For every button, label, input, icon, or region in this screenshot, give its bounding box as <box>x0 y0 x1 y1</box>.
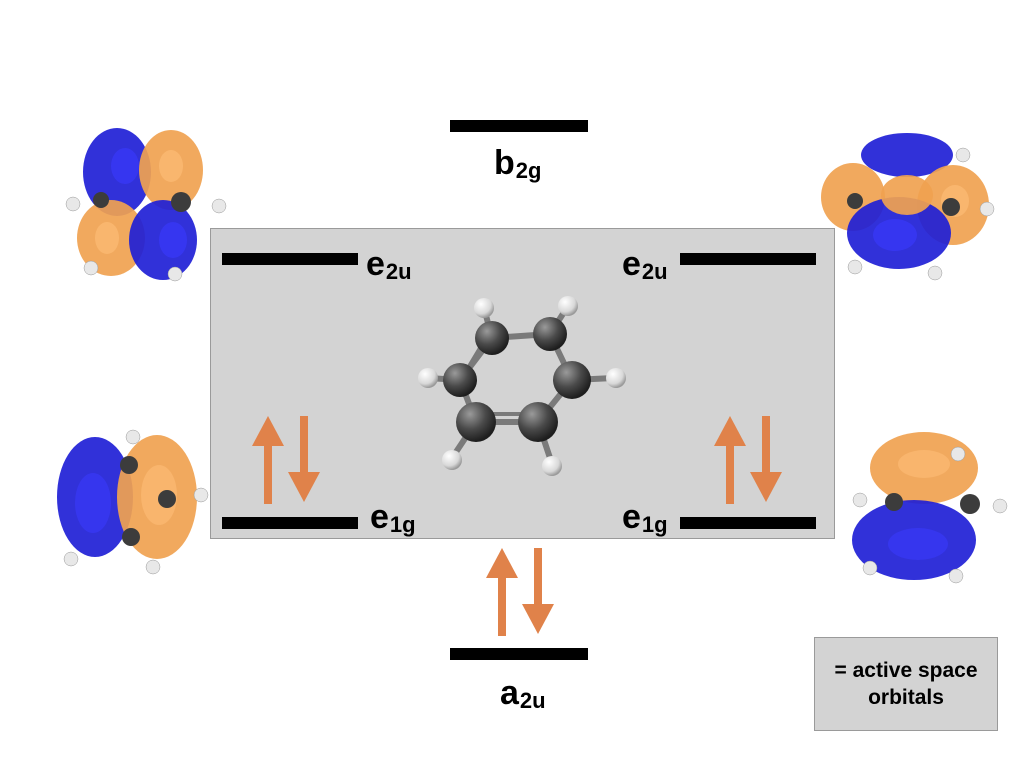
label-e1g-left: e1g <box>370 498 416 537</box>
orbital-e1g-left <box>57 429 209 575</box>
spin-up-shaft <box>264 442 272 504</box>
electron-pair-a2u <box>486 548 554 636</box>
spin-up-head <box>252 416 284 446</box>
spin-down-shaft <box>300 416 308 478</box>
label-e2u-left: e2u <box>366 245 412 284</box>
label-a2u: a2u <box>500 674 546 713</box>
level-e1g-left <box>222 517 358 529</box>
label-e1g-right: e1g <box>622 498 668 537</box>
level-e2u-right <box>680 253 816 265</box>
electron-pair-e1g-left <box>252 416 320 504</box>
legend-text: = active space orbitals <box>834 659 978 709</box>
label-b2g: b2g <box>494 144 542 183</box>
level-e1g-right <box>680 517 816 529</box>
electron-pair-e1g-right <box>714 416 782 504</box>
level-a2u <box>450 648 588 660</box>
level-b2g <box>450 120 588 132</box>
spin-down-head <box>288 472 320 502</box>
level-e2u-left <box>222 253 358 265</box>
orbital-e2u-right <box>821 133 995 281</box>
legend-box: = active space orbitals <box>814 637 998 731</box>
orbital-e1g-right <box>852 432 1008 584</box>
orbital-e2u-left <box>65 128 227 282</box>
benzene-molecule <box>418 296 626 476</box>
label-e2u-right: e2u <box>622 245 668 284</box>
